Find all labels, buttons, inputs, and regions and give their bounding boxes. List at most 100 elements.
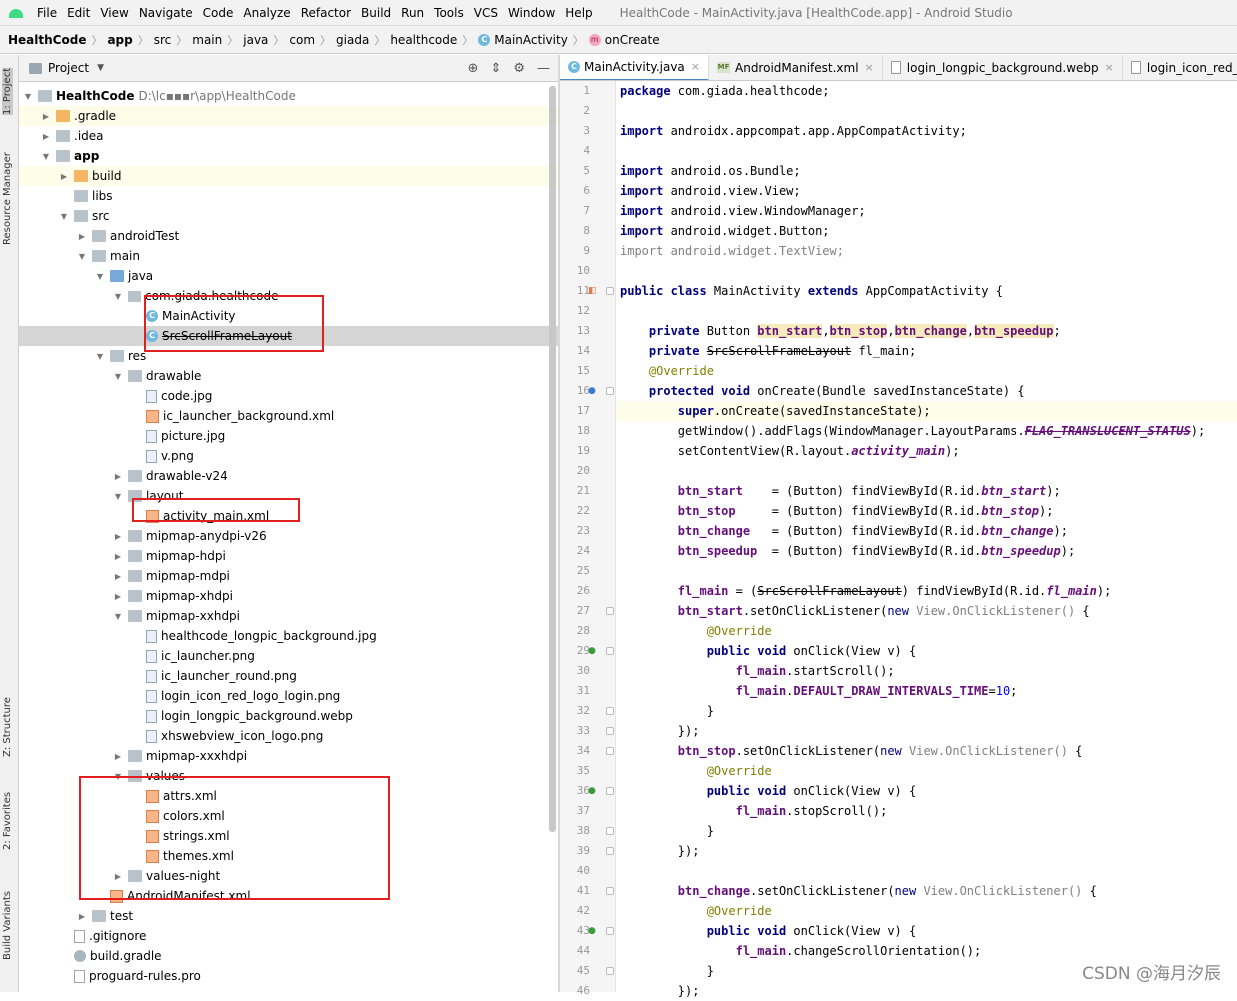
fold-icon[interactable] — [606, 647, 614, 655]
tree-row[interactable]: colors.xml — [19, 806, 558, 826]
tree-row[interactable]: ic_launcher.png — [19, 646, 558, 666]
tree-row[interactable]: libs — [19, 186, 558, 206]
fold-icon[interactable] — [606, 387, 614, 395]
tree-row[interactable]: ▼layout — [19, 486, 558, 506]
tree-row[interactable]: picture.jpg — [19, 426, 558, 446]
tree-row[interactable]: ▶build — [19, 166, 558, 186]
tree-row[interactable]: ▶mipmap-xhdpi — [19, 586, 558, 606]
expand-down-icon[interactable]: ▼ — [59, 212, 69, 221]
editor-tab[interactable]: login_longpic_background.webp× — [883, 55, 1123, 81]
tree-row[interactable]: .gitignore — [19, 926, 558, 946]
breadcrumb-item[interactable]: HealthCode — [6, 33, 88, 47]
tree-row[interactable]: ▼res — [19, 346, 558, 366]
tree-row[interactable]: strings.xml — [19, 826, 558, 846]
menu-item-tools[interactable]: Tools — [429, 6, 469, 20]
expand-right-icon[interactable]: ▶ — [113, 532, 123, 541]
expand-down-icon[interactable]: ▼ — [41, 152, 51, 161]
tree-row[interactable]: ic_launcher_round.png — [19, 666, 558, 686]
close-icon[interactable]: × — [865, 61, 874, 74]
tree-row[interactable]: activity_main.xml — [19, 506, 558, 526]
tab-favorites[interactable]: 2: Favorites — [2, 792, 13, 850]
expand-right-icon[interactable]: ▶ — [59, 172, 69, 181]
implements-icon[interactable]: ● — [588, 646, 598, 656]
tree-row[interactable]: code.jpg — [19, 386, 558, 406]
tree-row[interactable]: ic_launcher_background.xml — [19, 406, 558, 426]
tree-row[interactable]: ▶.idea — [19, 126, 558, 146]
tree-row[interactable]: login_icon_red_logo_login.png — [19, 686, 558, 706]
locate-icon[interactable]: ⊕ — [468, 61, 479, 76]
expand-down-icon[interactable]: ▼ — [23, 92, 33, 101]
gear-icon[interactable]: ⚙ — [513, 61, 525, 76]
expand-down-icon[interactable]: ▼ — [113, 492, 123, 501]
expand-down-icon[interactable]: ▼ — [95, 272, 105, 281]
editor-tab[interactable]: login_icon_red_logo_log — [1123, 55, 1237, 81]
close-icon[interactable]: × — [1105, 61, 1114, 74]
tree-row[interactable]: xhswebview_icon_logo.png — [19, 726, 558, 746]
fold-icon[interactable] — [606, 967, 614, 975]
tab-project[interactable]: 1: Project — [2, 68, 13, 115]
code-area[interactable]: package com.giada.healthcode;import andr… — [616, 81, 1237, 992]
tree-row[interactable]: proguard-rules.pro — [19, 966, 558, 986]
tree-row[interactable]: ▶.gradle — [19, 106, 558, 126]
menu-item-help[interactable]: Help — [560, 6, 597, 20]
tree-row[interactable]: ▶mipmap-hdpi — [19, 546, 558, 566]
menu-item-view[interactable]: View — [95, 6, 133, 20]
tree-row[interactable]: build.gradle — [19, 946, 558, 966]
expand-right-icon[interactable]: ▶ — [113, 872, 123, 881]
menu-item-edit[interactable]: Edit — [62, 6, 95, 20]
expand-right-icon[interactable]: ▶ — [113, 752, 123, 761]
breadcrumb-item[interactable]: com — [287, 33, 317, 47]
tree-row[interactable]: ▶mipmap-anydpi-v26 — [19, 526, 558, 546]
breadcrumb-item[interactable]: app — [105, 33, 134, 47]
class-marker-icon[interactable]: ◧ — [588, 286, 598, 296]
menu-item-window[interactable]: Window — [503, 6, 560, 20]
menu-item-vcs[interactable]: VCS — [469, 6, 503, 20]
tab-resource-manager[interactable]: Resource Manager — [2, 152, 13, 245]
fold-icon[interactable] — [606, 707, 614, 715]
expand-right-icon[interactable]: ▶ — [113, 472, 123, 481]
fold-icon[interactable] — [606, 887, 614, 895]
tree-row[interactable]: ▼com.giada.healthcode — [19, 286, 558, 306]
tree-row[interactable]: healthcode_longpic_background.jpg — [19, 626, 558, 646]
tree-row[interactable]: AndroidManifest.xml — [19, 886, 558, 906]
tree-row[interactable]: ▶test — [19, 906, 558, 926]
hide-icon[interactable]: — — [537, 61, 550, 76]
expand-right-icon[interactable]: ▶ — [77, 912, 87, 921]
tab-structure[interactable]: Z: Structure — [2, 697, 13, 757]
fold-icon[interactable] — [606, 847, 614, 855]
tree-row[interactable]: themes.xml — [19, 846, 558, 866]
menu-item-build[interactable]: Build — [356, 6, 396, 20]
tree-row[interactable]: ▼drawable — [19, 366, 558, 386]
breadcrumb-item[interactable]: giada — [334, 33, 371, 47]
expand-down-icon[interactable]: ▼ — [113, 372, 123, 381]
expand-down-icon[interactable]: ▼ — [77, 252, 87, 261]
expand-right-icon[interactable]: ▶ — [113, 552, 123, 561]
tree-row[interactable]: attrs.xml — [19, 786, 558, 806]
fold-icon[interactable] — [606, 607, 614, 615]
breadcrumb-item[interactable]: main — [190, 33, 224, 47]
fold-icon[interactable] — [606, 747, 614, 755]
fold-icon[interactable] — [606, 287, 614, 295]
expand-right-icon[interactable]: ▶ — [113, 572, 123, 581]
expand-right-icon[interactable]: ▶ — [77, 232, 87, 241]
menu-item-run[interactable]: Run — [396, 6, 429, 20]
breadcrumb-item[interactable]: java — [241, 33, 270, 47]
project-view-selector[interactable]: Project — [48, 61, 89, 75]
tree-row[interactable]: ▶drawable-v24 — [19, 466, 558, 486]
expand-right-icon[interactable]: ▶ — [113, 592, 123, 601]
tab-build-variants[interactable]: Build Variants — [2, 891, 13, 960]
override-icon[interactable]: ● — [588, 386, 598, 396]
project-scrollbar[interactable] — [549, 86, 556, 832]
breadcrumb-item[interactable]: src — [152, 33, 174, 47]
chevron-down-icon[interactable]: ▼ — [97, 63, 104, 73]
menu-item-analyze[interactable]: Analyze — [238, 6, 295, 20]
tree-row[interactable]: ▶mipmap-xxxhdpi — [19, 746, 558, 766]
menu-item-code[interactable]: Code — [198, 6, 239, 20]
expand-right-icon[interactable]: ▶ — [41, 112, 51, 121]
